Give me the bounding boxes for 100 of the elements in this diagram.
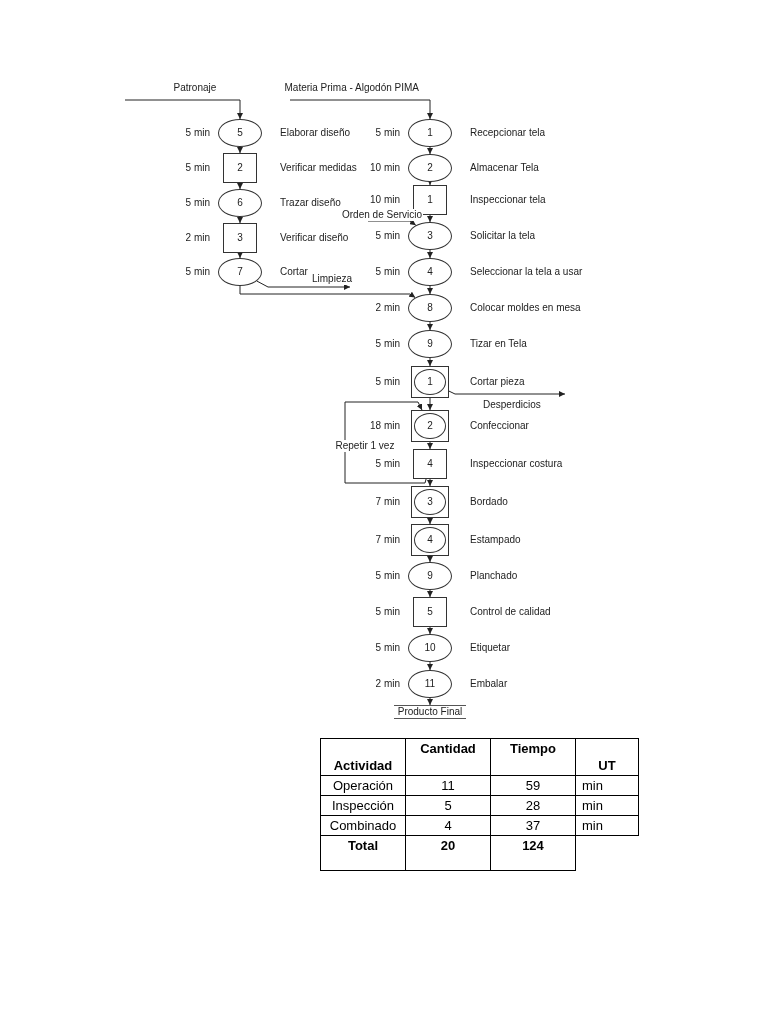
operation-circle xyxy=(408,119,452,147)
step-number: 3 xyxy=(427,497,433,507)
arrow xyxy=(237,182,243,190)
time-label: 5 min xyxy=(375,127,400,139)
activity-label: Tizar en Tela xyxy=(470,338,527,350)
activity-label: Seleccionar la tela a usar xyxy=(470,266,583,278)
time-label: 5 min xyxy=(375,230,400,242)
step-number: 4 xyxy=(427,459,433,469)
operation-circle xyxy=(218,189,262,217)
operation-circle xyxy=(408,222,452,250)
arrow xyxy=(237,252,243,259)
activity-label: Inspeccionar tela xyxy=(470,194,546,206)
inspection-box xyxy=(223,223,257,253)
operation-circle xyxy=(408,634,452,662)
step-number: 2 xyxy=(427,421,433,431)
activity-label: Colocar moldes en mesa xyxy=(470,302,581,314)
step-number: 3 xyxy=(237,233,243,243)
table-cell: min xyxy=(575,775,639,796)
activity-label: Solicitar la tela xyxy=(470,230,536,242)
arrow xyxy=(448,390,566,397)
operation-circle xyxy=(408,670,452,698)
step-number: 4 xyxy=(427,535,433,545)
step-number: 6 xyxy=(237,198,243,208)
time-label: 5 min xyxy=(185,127,210,139)
step-number: 1 xyxy=(427,377,433,387)
time-label: 5 min xyxy=(375,606,400,618)
table-cell: 20 xyxy=(405,835,491,871)
time-label: 2 min xyxy=(375,302,400,314)
step-number: 1 xyxy=(427,128,433,138)
table-cell: Inspección xyxy=(320,795,406,816)
arrow xyxy=(427,397,433,411)
activity-label: Estampado xyxy=(470,534,521,546)
activity-label: Confeccionar xyxy=(470,420,529,432)
combined-symbol xyxy=(411,524,449,556)
table-cell: 11 xyxy=(405,775,491,796)
edge-label: Materia Prima - Algodón PIMA xyxy=(283,82,420,94)
table-cell: 124 xyxy=(490,835,576,871)
step-number: 2 xyxy=(237,163,243,173)
edge-label: Limpieza xyxy=(311,273,354,285)
arrow xyxy=(427,285,433,295)
step-number: 2 xyxy=(427,163,433,173)
arrow xyxy=(427,214,433,223)
time-label: 7 min xyxy=(375,534,400,546)
combined-symbol xyxy=(411,366,449,398)
step-number: 7 xyxy=(237,267,243,277)
arrow xyxy=(289,99,433,120)
operation-circle xyxy=(408,330,452,358)
activity-label: Control de calidad xyxy=(470,606,551,618)
time-label: 5 min xyxy=(375,458,400,470)
table-cell: 5 xyxy=(405,795,491,816)
arrow xyxy=(427,626,433,635)
activity-label: Bordado xyxy=(470,496,508,508)
operation-circle xyxy=(408,562,452,590)
arrow xyxy=(427,697,433,706)
edge-label: Repetir 1 vez xyxy=(334,440,396,452)
table-cell: Combinado xyxy=(320,815,406,836)
time-label: 18 min xyxy=(370,420,400,432)
table-cell: min xyxy=(575,815,639,836)
time-label: 5 min xyxy=(375,642,400,654)
inspection-box xyxy=(223,153,257,183)
arrow xyxy=(344,401,427,484)
time-label: 10 min xyxy=(370,194,400,206)
operation-circle xyxy=(408,258,452,286)
arrow xyxy=(124,99,243,120)
activity-label: Cortar pieza xyxy=(470,376,525,388)
arrow xyxy=(427,589,433,598)
activity-label: Verificar medidas xyxy=(280,162,357,174)
arrow xyxy=(367,219,417,226)
time-label: 5 min xyxy=(185,197,210,209)
column-header: Tiempo xyxy=(490,738,576,776)
column-header: Actividad xyxy=(320,738,406,776)
step-number: 5 xyxy=(237,128,243,138)
step-number: 10 xyxy=(424,643,436,653)
arrow xyxy=(427,249,433,259)
step-number: 9 xyxy=(427,339,433,349)
operation-circle xyxy=(408,154,452,182)
time-label: 5 min xyxy=(375,266,400,278)
table-cell: Total xyxy=(320,835,406,871)
activity-label: Inspeccionar costura xyxy=(470,458,563,470)
time-label: 10 min xyxy=(370,162,400,174)
table-cell: 37 xyxy=(490,815,576,836)
table-cell: 28 xyxy=(490,795,576,816)
inspection-box xyxy=(413,597,447,627)
activity-label: Verificar diseño xyxy=(280,232,349,244)
activity-label: Etiquetar xyxy=(470,642,511,654)
edge-label: Desperdicios xyxy=(482,399,542,411)
arrow xyxy=(427,146,433,155)
activity-label: Planchado xyxy=(470,570,518,582)
arrow xyxy=(427,441,433,450)
arrow xyxy=(427,357,433,367)
time-label: 5 min xyxy=(375,570,400,582)
operation-circle xyxy=(218,119,262,147)
step-number: 8 xyxy=(427,303,433,313)
activity-label: Embalar xyxy=(470,678,508,690)
time-label: 5 min xyxy=(185,162,210,174)
combined-symbol xyxy=(411,486,449,518)
step-number: 1 xyxy=(427,195,433,205)
activity-label: Cortar xyxy=(280,266,308,278)
activity-label: Elaborar diseño xyxy=(280,127,351,139)
table-cell: 59 xyxy=(490,775,576,796)
